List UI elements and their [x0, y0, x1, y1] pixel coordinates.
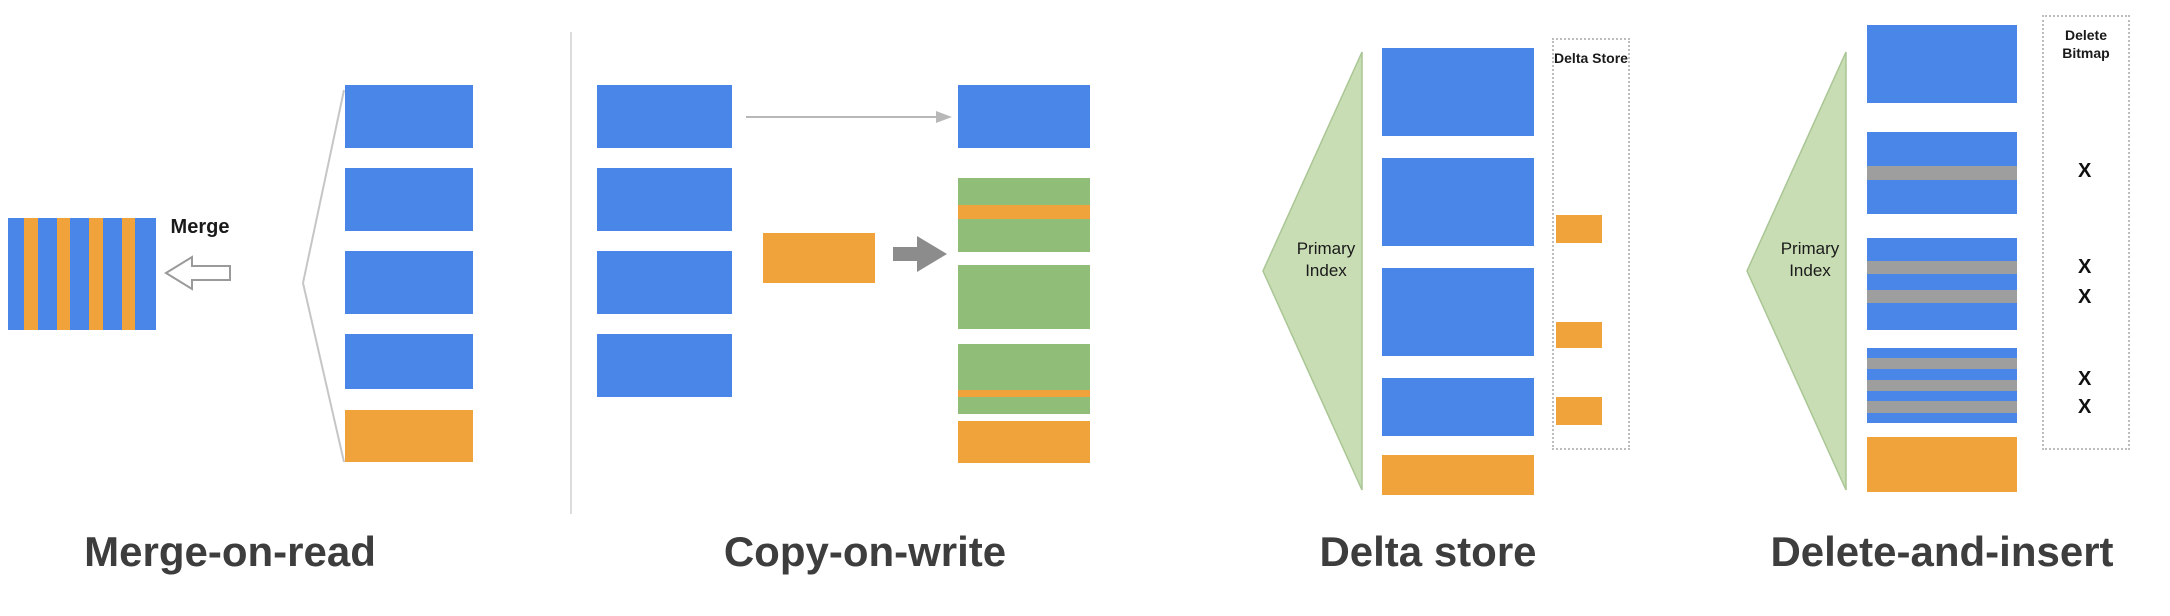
merged-orange-stripe: [24, 218, 38, 330]
source-segment-block: [597, 334, 732, 397]
delete-mark: X: [2078, 368, 2092, 390]
panel-title-copy-on-write: Copy-on-write: [723, 528, 1007, 575]
source-segment-block: [597, 168, 732, 231]
primary-index-label-delta: Primary Index: [1296, 239, 1356, 281]
deleted-row-stripe: [1867, 357, 2017, 369]
new-data-block: [1382, 455, 1534, 495]
delete-mark: X: [2078, 160, 2092, 182]
copy-arrow-icon: [746, 111, 952, 123]
merged-result-block: [8, 218, 156, 330]
delete-mark: X: [2078, 396, 2092, 418]
segment-block-with-deletes: [1867, 238, 2017, 330]
panel-title-delta-store: Delta store: [1319, 528, 1537, 575]
delete-mark: X: [2078, 286, 2092, 308]
base-segment-block: [1382, 378, 1534, 436]
merged-orange-stripe: [89, 218, 103, 330]
segment-block: [1867, 25, 2017, 103]
deleted-row-stripe: [1867, 401, 2017, 413]
segment-block: [345, 168, 473, 231]
segment-block-with-deletes: [1867, 348, 2017, 423]
copied-segment-block: [958, 85, 1090, 148]
merged-orange-stripe: [121, 218, 136, 330]
segment-block: [345, 334, 473, 389]
delta-store-column: Delta Store: [1552, 38, 1630, 450]
base-segment-block: [1382, 268, 1534, 356]
deleted-row-stripe: [1867, 379, 2017, 391]
primary-index-label-delete: Primary Index: [1780, 239, 1840, 281]
base-segment-block: [1382, 48, 1534, 136]
panel-title-delete-and-insert: Delete-and-insert: [1770, 528, 2114, 575]
delta-record-block: [1556, 397, 1602, 425]
merged-orange-stripe: [56, 218, 71, 330]
delta-record-block: [1556, 322, 1602, 348]
incoming-write-block: [763, 233, 875, 283]
base-segment-block: [1382, 158, 1534, 246]
new-segment-block: [958, 421, 1090, 463]
merge-fan-lines: [302, 89, 345, 463]
section-divider: [570, 32, 572, 514]
delete-mark: X: [2078, 256, 2092, 278]
delta-store-column-label: Delta Store: [1554, 50, 1628, 66]
panel-title-merge-on-read: Merge-on-read: [84, 528, 376, 575]
rewritten-segment-block: [958, 178, 1090, 252]
merge-hollow-arrow-icon: [164, 255, 231, 291]
deleted-row-stripe: [1867, 261, 2017, 274]
segment-block-with-deletes: [1867, 132, 2017, 214]
deleted-row-stripe: [1867, 290, 2017, 304]
rewritten-segment-block: [958, 265, 1090, 329]
rewritten-segment-block: [958, 344, 1090, 414]
source-segment-block: [597, 251, 732, 314]
inserted-data-block: [1867, 437, 2017, 492]
delta-record-block: [1556, 215, 1602, 243]
merged-write-stripe: [958, 390, 1090, 398]
delete-bitmap-column: Delete Bitmap: [2042, 15, 2130, 450]
merged-write-stripe: [958, 204, 1090, 219]
segment-block: [345, 251, 473, 314]
delta-segment-block: [345, 410, 473, 462]
source-segment-block: [597, 85, 732, 148]
merge-label: Merge: [170, 216, 230, 238]
write-arrow-icon: [893, 236, 947, 272]
segment-block: [345, 85, 473, 148]
deleted-row-stripe: [1867, 166, 2017, 181]
delete-bitmap-column-label: Delete Bitmap: [2062, 27, 2110, 62]
